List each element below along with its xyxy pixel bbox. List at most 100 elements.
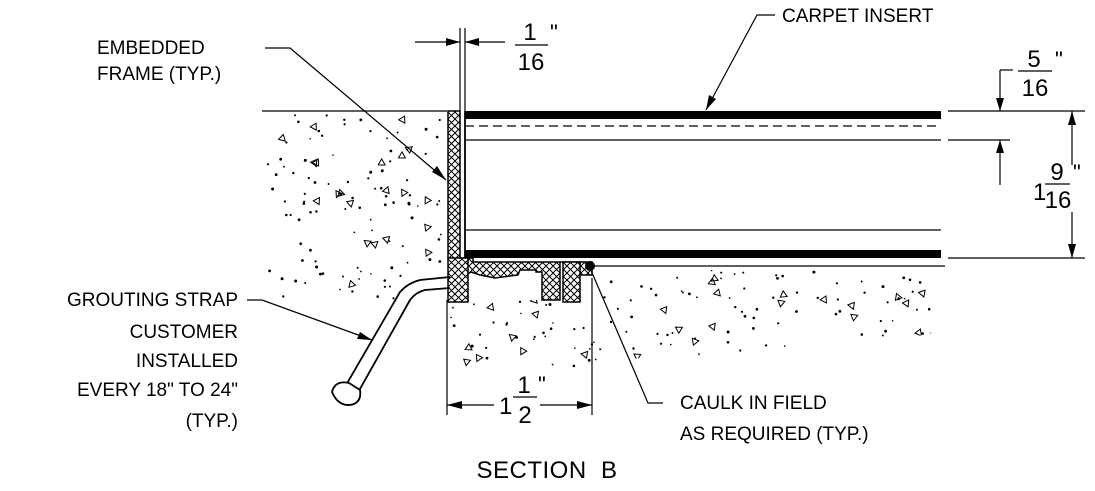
stipple-dot <box>696 296 698 299</box>
stipple-dot <box>285 213 288 217</box>
aggregate-mark <box>397 115 406 124</box>
stipple-dot <box>437 238 441 241</box>
stipple-dot <box>285 141 288 144</box>
stipple-dot <box>483 282 486 286</box>
stipple-dot <box>574 347 576 349</box>
stipple-dot <box>440 233 442 236</box>
aggregate-mark <box>691 337 700 347</box>
aggregate-mark <box>424 195 433 205</box>
stipple-dot <box>897 297 901 301</box>
stipple-dot <box>738 365 741 368</box>
stipple-dot <box>351 290 354 293</box>
stipple-dot <box>408 194 412 197</box>
stipple-dot <box>302 202 306 205</box>
aggregate-mark <box>381 235 391 245</box>
stipple-dot <box>698 353 700 355</box>
stipple-dot <box>593 341 595 344</box>
stipple-dot <box>292 171 295 175</box>
stipple-dot <box>907 348 910 350</box>
stipple-dot <box>726 341 730 344</box>
label-caulk-2: AS REQUIRED (TYP.) <box>680 424 869 445</box>
stipple-dot <box>369 170 373 174</box>
stipple-dot <box>360 270 362 273</box>
stipple-dot <box>438 118 441 122</box>
aggregate-mark <box>424 223 433 233</box>
stipple-dot <box>733 273 736 275</box>
stipple-dot <box>303 158 307 162</box>
aggregate-mark <box>462 358 472 367</box>
stipple-dot <box>435 135 439 139</box>
stipple-dot <box>538 276 542 279</box>
stipple-dot <box>339 288 341 291</box>
stipple-dot <box>640 285 643 288</box>
stipple-dot <box>795 310 798 313</box>
aggregate-mark <box>520 346 528 356</box>
carpet-insert <box>464 111 941 258</box>
stipple-dot <box>542 331 545 335</box>
stipple-dot <box>889 342 892 345</box>
stipple-dot <box>520 312 522 315</box>
stipple-dot <box>369 218 372 221</box>
stipple-dot <box>544 335 547 338</box>
stipple-dot <box>450 316 452 319</box>
aggregate-mark <box>674 326 684 335</box>
stipple-dot <box>438 200 441 202</box>
aggregate-mark <box>633 353 642 362</box>
dim-flange-unit: " <box>538 372 546 397</box>
stipple-dot <box>616 307 620 310</box>
dimension-carpet-thickness: 5 16 " <box>948 46 1085 185</box>
stipple-dot <box>407 202 411 206</box>
stipple-dot <box>317 129 321 133</box>
stipple-dot <box>379 186 383 190</box>
stipple-dot <box>518 300 522 303</box>
stipple-dot <box>813 347 815 350</box>
stipple-dot <box>551 363 554 366</box>
stipple-dot <box>389 149 393 153</box>
stipple-dot <box>371 229 373 232</box>
stipple-dot <box>428 258 432 262</box>
stipple-dot <box>332 154 334 156</box>
stipple-dot <box>742 271 745 274</box>
stipple-dot <box>268 269 271 273</box>
stipple-dot <box>266 163 270 166</box>
aggregate-mark <box>348 279 357 289</box>
stipple-dot <box>384 195 388 198</box>
stipple-dot <box>358 206 362 209</box>
stipple-dot <box>343 118 346 122</box>
aggregate-mark <box>363 239 373 248</box>
stipple-dot <box>359 118 363 122</box>
aggregate-mark <box>786 351 795 360</box>
stipple-dot <box>327 183 330 185</box>
stipple-dot <box>694 337 696 340</box>
stipple-dot <box>609 280 613 284</box>
stipple-dot <box>812 270 816 274</box>
stipple-dot <box>764 344 768 347</box>
aggregate-mark <box>914 328 923 337</box>
stipple-dot <box>358 278 360 280</box>
stipple-dot <box>386 137 388 140</box>
stipple-dot <box>533 335 536 338</box>
aggregate-mark <box>659 305 668 315</box>
stipple-dot <box>734 305 737 309</box>
aggregate-mark <box>707 322 716 332</box>
stipple-dot <box>632 347 635 350</box>
aggregate-mark <box>529 295 538 304</box>
stipple-dot <box>424 152 427 155</box>
stipple-dot <box>271 187 275 191</box>
stipple-dot <box>886 301 889 304</box>
aggregate-mark <box>846 301 856 311</box>
section-title: SECTION B <box>476 457 617 484</box>
stipple-dot <box>755 307 759 311</box>
stipple-dot <box>654 293 658 297</box>
dim-carpet-denominator: 16 <box>1022 75 1049 102</box>
embedded-frame <box>447 110 593 303</box>
stipple-dot <box>777 358 780 361</box>
dimension-depth: 1 9 16 " <box>948 111 1085 259</box>
aggregate-mark <box>475 353 484 363</box>
dim-flange-numerator: 1 <box>517 372 530 399</box>
stipple-dot <box>309 248 312 252</box>
stipple-dot <box>587 358 591 362</box>
dim-depth-unit: " <box>1073 160 1081 185</box>
aggregate-mark <box>381 185 390 195</box>
